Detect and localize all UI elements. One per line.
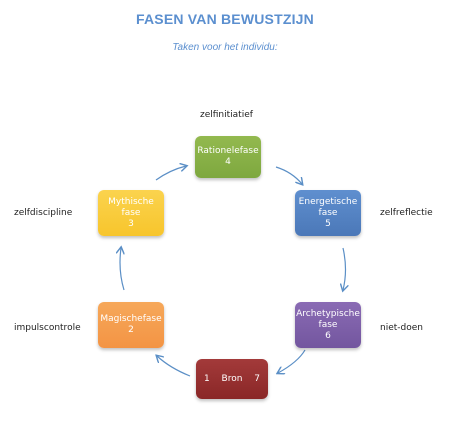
label-zelfreflectie: zelfreflectie: [380, 208, 433, 218]
node-mythische-number: 3: [128, 218, 134, 229]
node-rationele-title: Rationelefase: [197, 146, 259, 156]
node-archetypische-fase: Archetypische fase 6: [295, 302, 361, 348]
node-rationele-fase: Rationelefase 4: [195, 136, 261, 178]
node-rationele-number: 4: [225, 157, 231, 167]
label-impulscontrole: impulscontrole: [14, 323, 81, 333]
label-zelfdiscipline: zelfdiscipline: [14, 208, 73, 218]
node-archetypische-sub: fase: [318, 319, 338, 330]
node-bron-title: Bron: [221, 373, 243, 384]
label-zelfinitiatief: zelfinitiatief: [200, 110, 253, 120]
arrow-4-to-5: [275, 166, 302, 184]
node-bron-right-number: 7: [254, 373, 260, 384]
arrow-7-to-2: [157, 356, 191, 377]
node-archetypische-title: Archetypische: [296, 308, 360, 319]
node-mythische-fase: Mythische fase 3: [98, 190, 164, 236]
arrow-6-to-7: [278, 349, 306, 373]
node-mythische-sub: fase: [121, 207, 141, 218]
node-energetische-number: 5: [325, 218, 331, 229]
node-bron-left-number: 1: [204, 373, 210, 384]
node-magische-fase: Magischefase 2: [98, 302, 164, 348]
page-title: FASEN VAN BEWUSTZIJN: [136, 11, 314, 27]
arrow-3-to-4: [155, 166, 186, 181]
node-mythische-title: Mythische: [108, 196, 154, 207]
arrow-5-to-6: [343, 247, 346, 290]
label-niet-doen: niet-doen: [380, 323, 423, 333]
node-energetische-fase: Energetische fase 5: [295, 190, 361, 236]
node-energetische-title: Energetische: [298, 196, 358, 207]
node-magische-number: 2: [128, 325, 134, 335]
node-magische-title: Magischefase: [100, 314, 162, 324]
node-bron: 1 Bron 7: [196, 359, 268, 399]
arrow-2-to-3: [120, 248, 124, 291]
node-energetische-sub: fase: [318, 207, 338, 218]
node-archetypische-number: 6: [325, 330, 331, 341]
page-subtitle: Taken voor het individu:: [172, 42, 278, 53]
